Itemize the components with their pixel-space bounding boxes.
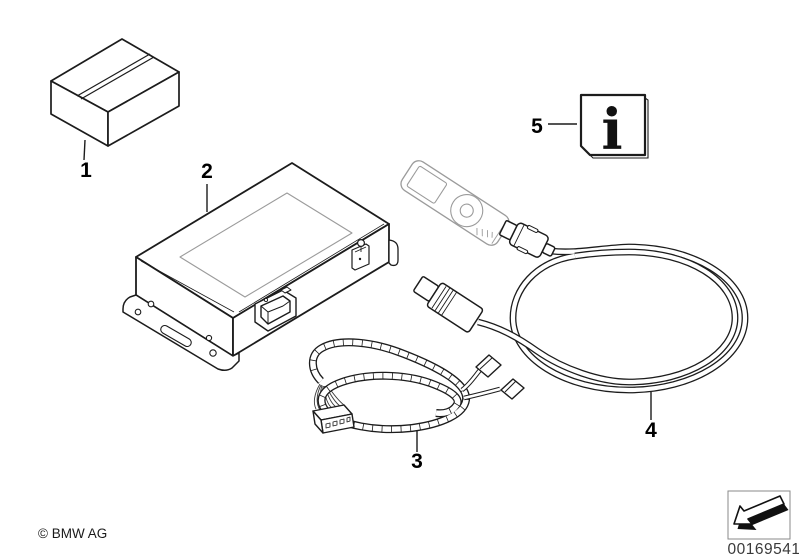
instruction-booklet-drawing: i	[579, 93, 649, 163]
image-number: 00169541	[728, 541, 799, 558]
info-icon: i	[601, 97, 622, 163]
callout-leader-lines	[83, 123, 652, 452]
callout-4[interactable]: 4	[645, 419, 657, 442]
loom-corrugation	[310, 339, 470, 433]
wiring-harness-drawing	[308, 338, 525, 434]
module-main-connector-socket	[254, 286, 297, 332]
copyright-text: © BMW AG	[38, 526, 107, 541]
callout-2[interactable]: 2	[201, 160, 213, 183]
image-stamp: 00169541	[727, 490, 799, 558]
leader-1	[83, 139, 86, 161]
harness-main-connector	[312, 404, 355, 434]
module-mounting-bracket	[122, 294, 240, 372]
packaging-box-drawing	[50, 38, 180, 147]
callout-1[interactable]: 1	[80, 159, 92, 182]
harness-branch-connectors	[475, 354, 525, 400]
module-plug	[413, 276, 484, 333]
ipod-drawing	[400, 160, 510, 246]
ipod-screen	[406, 165, 448, 204]
ipod-cable-drawing	[413, 220, 749, 394]
page-arrow-icon	[733, 495, 789, 530]
module-label-area	[179, 192, 353, 298]
interface-module-drawing	[122, 162, 399, 372]
module-aux-connector	[351, 239, 370, 271]
dock-connector	[499, 220, 556, 258]
callout-3[interactable]: 3	[411, 450, 423, 473]
callout-5[interactable]: 5	[531, 115, 543, 138]
